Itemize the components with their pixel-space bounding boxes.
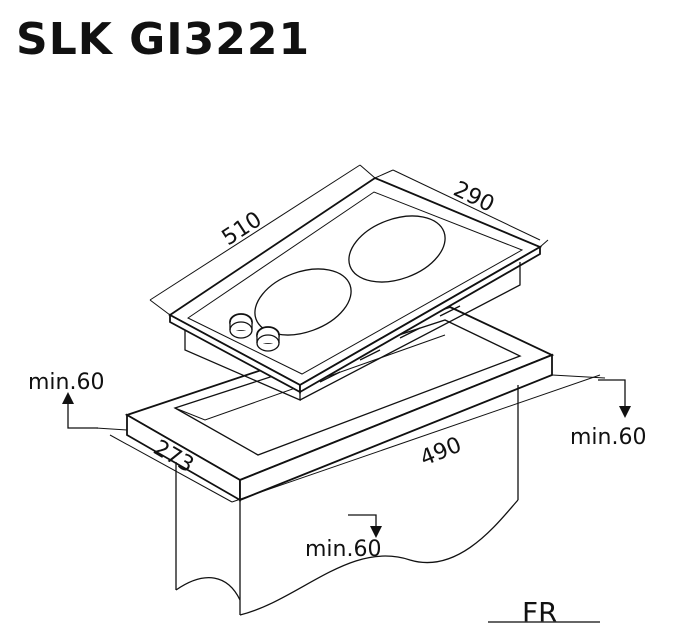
dimension-490 xyxy=(231,374,606,503)
clearance-bottom-arrow xyxy=(348,514,382,538)
width-510-label: 510 xyxy=(218,207,267,251)
width-490-label: 490 xyxy=(417,433,465,472)
logo-text: FR xyxy=(522,596,558,629)
dimension-290 xyxy=(374,169,549,248)
countertop xyxy=(124,306,555,502)
right-burner xyxy=(348,215,446,283)
clearance-left-arrow xyxy=(62,392,98,429)
page-title: SLK GI3221 xyxy=(16,14,311,65)
left-burner xyxy=(254,268,352,336)
brand-logo: FR xyxy=(488,596,600,629)
clearance-right-arrow xyxy=(598,379,631,418)
clearance-bottom-label: min.60 xyxy=(305,537,381,562)
dimension-510 xyxy=(149,164,376,316)
clearance-right-label: min.60 xyxy=(570,425,646,450)
dimension-273 xyxy=(95,427,233,503)
cabinet-body xyxy=(175,385,519,616)
clearance-left-label: min.60 xyxy=(28,370,104,395)
